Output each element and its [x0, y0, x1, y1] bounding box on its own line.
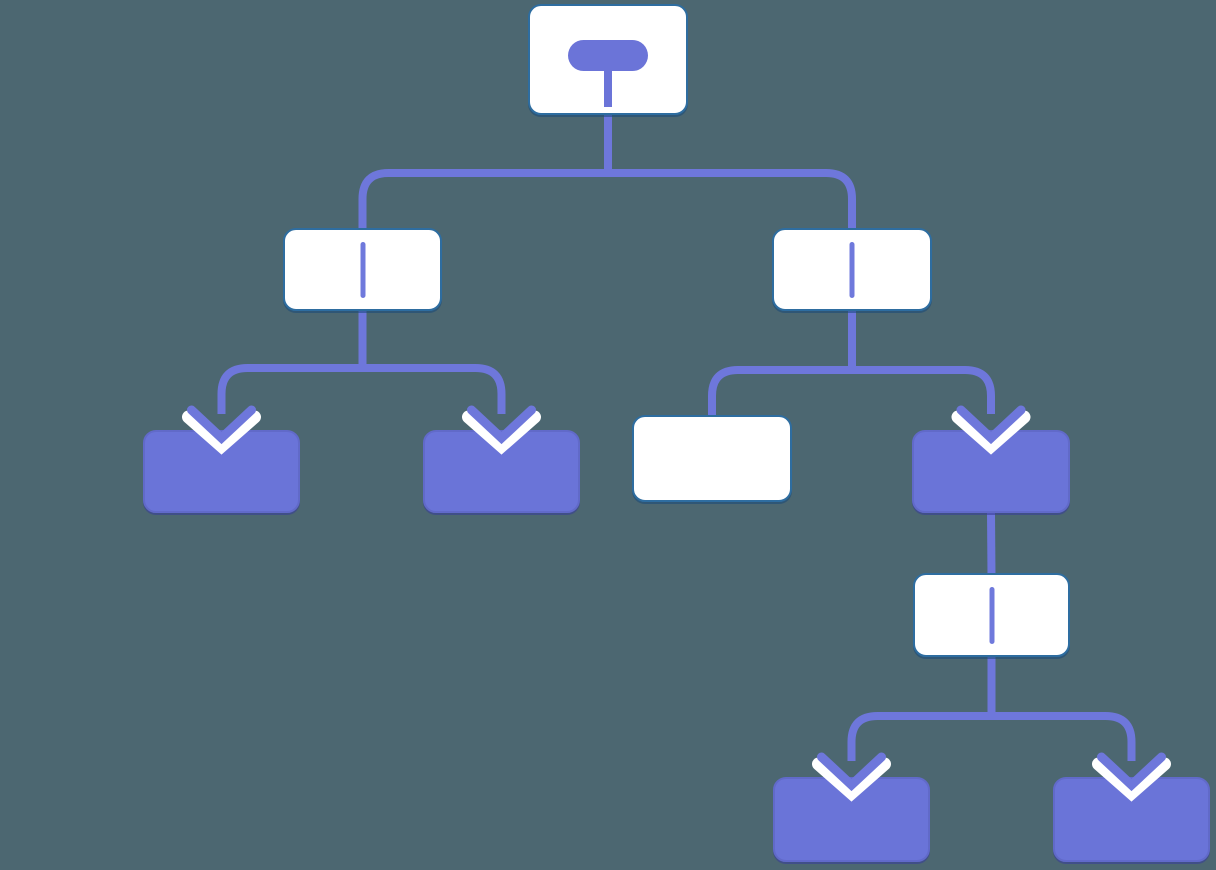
divider-bar-icon	[989, 587, 994, 644]
node-leaf-b[interactable]	[423, 430, 580, 513]
node-leaf-c[interactable]	[773, 777, 930, 862]
connector-rail	[708, 366, 995, 418]
connector-edge	[987, 512, 996, 577]
node-branch-bottom[interactable]	[913, 573, 1070, 657]
root-pill-icon	[568, 40, 648, 71]
connector-rail	[217, 364, 506, 414]
node-child-purple[interactable]	[912, 430, 1070, 513]
node-branch-right[interactable]	[772, 228, 932, 311]
connector-rail	[847, 712, 1136, 761]
node-child-white[interactable]	[632, 415, 792, 502]
node-leaf-a[interactable]	[143, 430, 300, 513]
divider-bar-icon	[849, 242, 855, 298]
node-leaf-d[interactable]	[1053, 777, 1210, 862]
divider-bar-icon	[360, 242, 365, 298]
node-root[interactable]	[528, 4, 688, 115]
connector-rail	[358, 169, 856, 231]
root-stem-icon	[604, 66, 612, 107]
node-branch-left[interactable]	[283, 228, 442, 311]
